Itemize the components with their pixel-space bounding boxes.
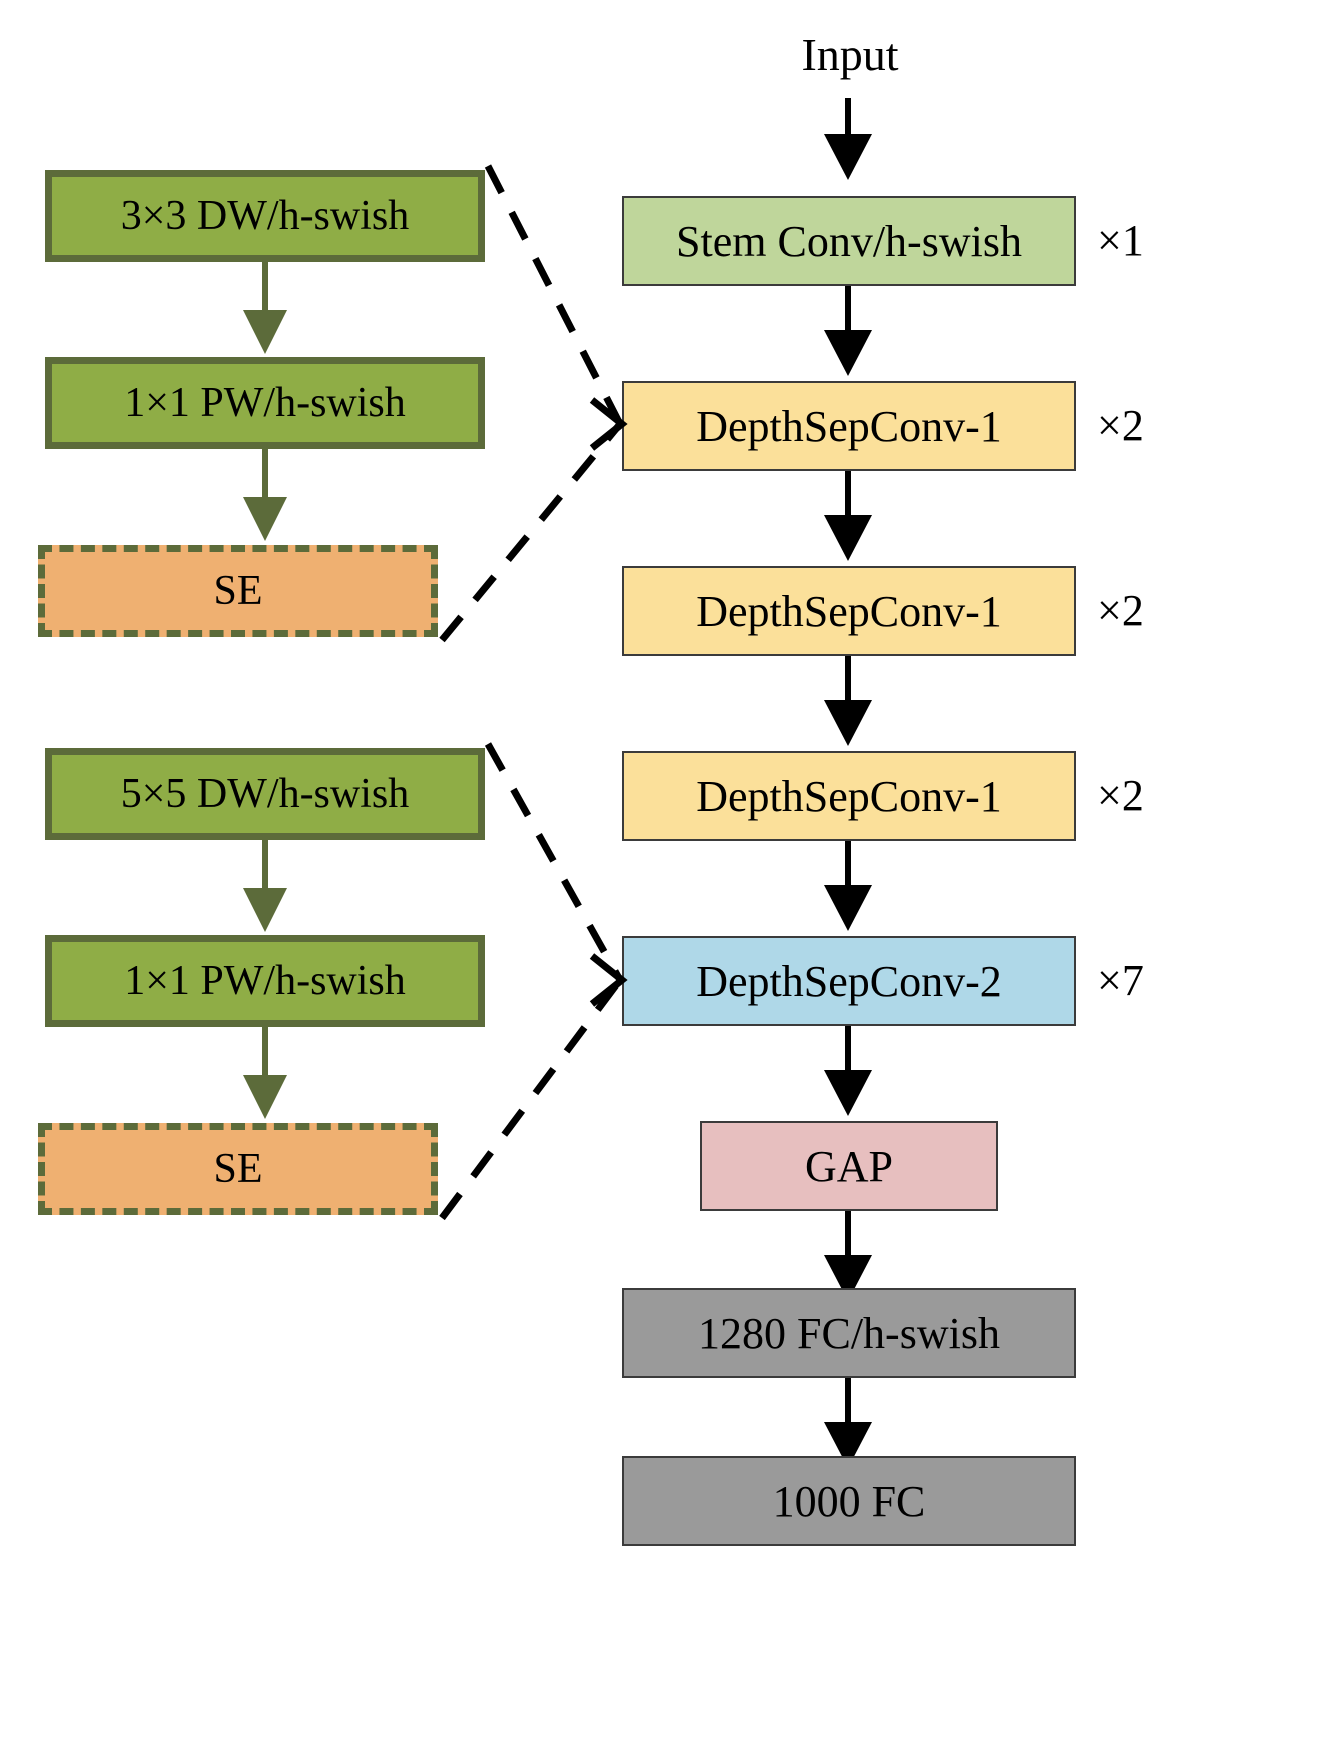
arrow-dsc2-to-gap-line (845, 1026, 851, 1076)
arrow-dsc2-to-gap-head (824, 1070, 872, 1116)
arrow-dsc1b-to-dsc1c-line (845, 656, 851, 706)
stage-stem-conv-multiplier: ×1 (1097, 216, 1144, 265)
stage-depthsepconv-1-c-multiplier: ×2 (1097, 771, 1144, 820)
left-block-2-connector-1 (262, 840, 268, 896)
arrow-dsc1a-to-dsc1b-line (845, 471, 851, 521)
left-block-1-layer-dw: 3×3 DW/h-swish (45, 170, 485, 262)
left-block-2-connector-2 (262, 1027, 268, 1083)
arrow-fc1280-to-fc1000-line (845, 1378, 851, 1428)
callout-line-block2-top (484, 742, 624, 982)
stage-depthsepconv-1-b-multiplier: ×2 (1097, 586, 1144, 635)
arrow-gap-to-fc1280-line (845, 1211, 851, 1261)
arrow-stem-to-dsc1a-head (824, 330, 872, 376)
stage-depthsepconv-2-multiplier: ×7 (1097, 956, 1144, 1005)
arrow-dsc1c-to-dsc2-head (824, 885, 872, 931)
stage-gap: GAP (700, 1121, 998, 1211)
arrow-stem-to-dsc1a-line (845, 286, 851, 336)
left-block-1-arrowhead-1 (243, 310, 287, 354)
left-block-2-layer-pw: 1×1 PW/h-swish (45, 935, 485, 1027)
arrow-dsc1b-to-dsc1c-head (824, 700, 872, 746)
input-label: Input (801, 29, 899, 80)
callout-line-block1-bottom (439, 421, 623, 643)
stage-fc-1280: 1280 FC/h-swish (622, 1288, 1076, 1378)
left-block-2-arrowhead-2 (243, 1075, 287, 1119)
stage-depthsepconv-1-a: DepthSepConv-1 (622, 381, 1076, 471)
left-block-1-arrowhead-2 (243, 497, 287, 541)
arrow-input-to-stem-head (824, 134, 872, 180)
left-block-1-layer-se: SE (38, 545, 438, 637)
stage-depthsepconv-1-a-multiplier: ×2 (1097, 401, 1144, 450)
callout-arrowhead-block1 (589, 397, 628, 451)
left-block-2-arrowhead-1 (243, 888, 287, 932)
left-block-1-connector-1 (262, 262, 268, 318)
stage-fc-1000: 1000 FC (622, 1456, 1076, 1546)
arrow-dsc1c-to-dsc2-line (845, 841, 851, 891)
stage-depthsepconv-2: DepthSepConv-2 (622, 936, 1076, 1026)
arrow-input-to-stem-line (845, 98, 851, 142)
left-block-2-layer-dw: 5×5 DW/h-swish (45, 748, 485, 840)
callout-line-block1-top (484, 164, 624, 426)
arrow-dsc1a-to-dsc1b-head (824, 515, 872, 561)
left-block-2-layer-se: SE (38, 1123, 438, 1215)
left-block-1-layer-pw: 1×1 PW/h-swish (45, 357, 485, 449)
stage-depthsepconv-1-c: DepthSepConv-1 (622, 751, 1076, 841)
left-block-1-connector-2 (262, 449, 268, 505)
callout-arrowhead-block2 (589, 953, 628, 1007)
stage-depthsepconv-1-b: DepthSepConv-1 (622, 566, 1076, 656)
stage-stem-conv: Stem Conv/h-swish (622, 196, 1076, 286)
